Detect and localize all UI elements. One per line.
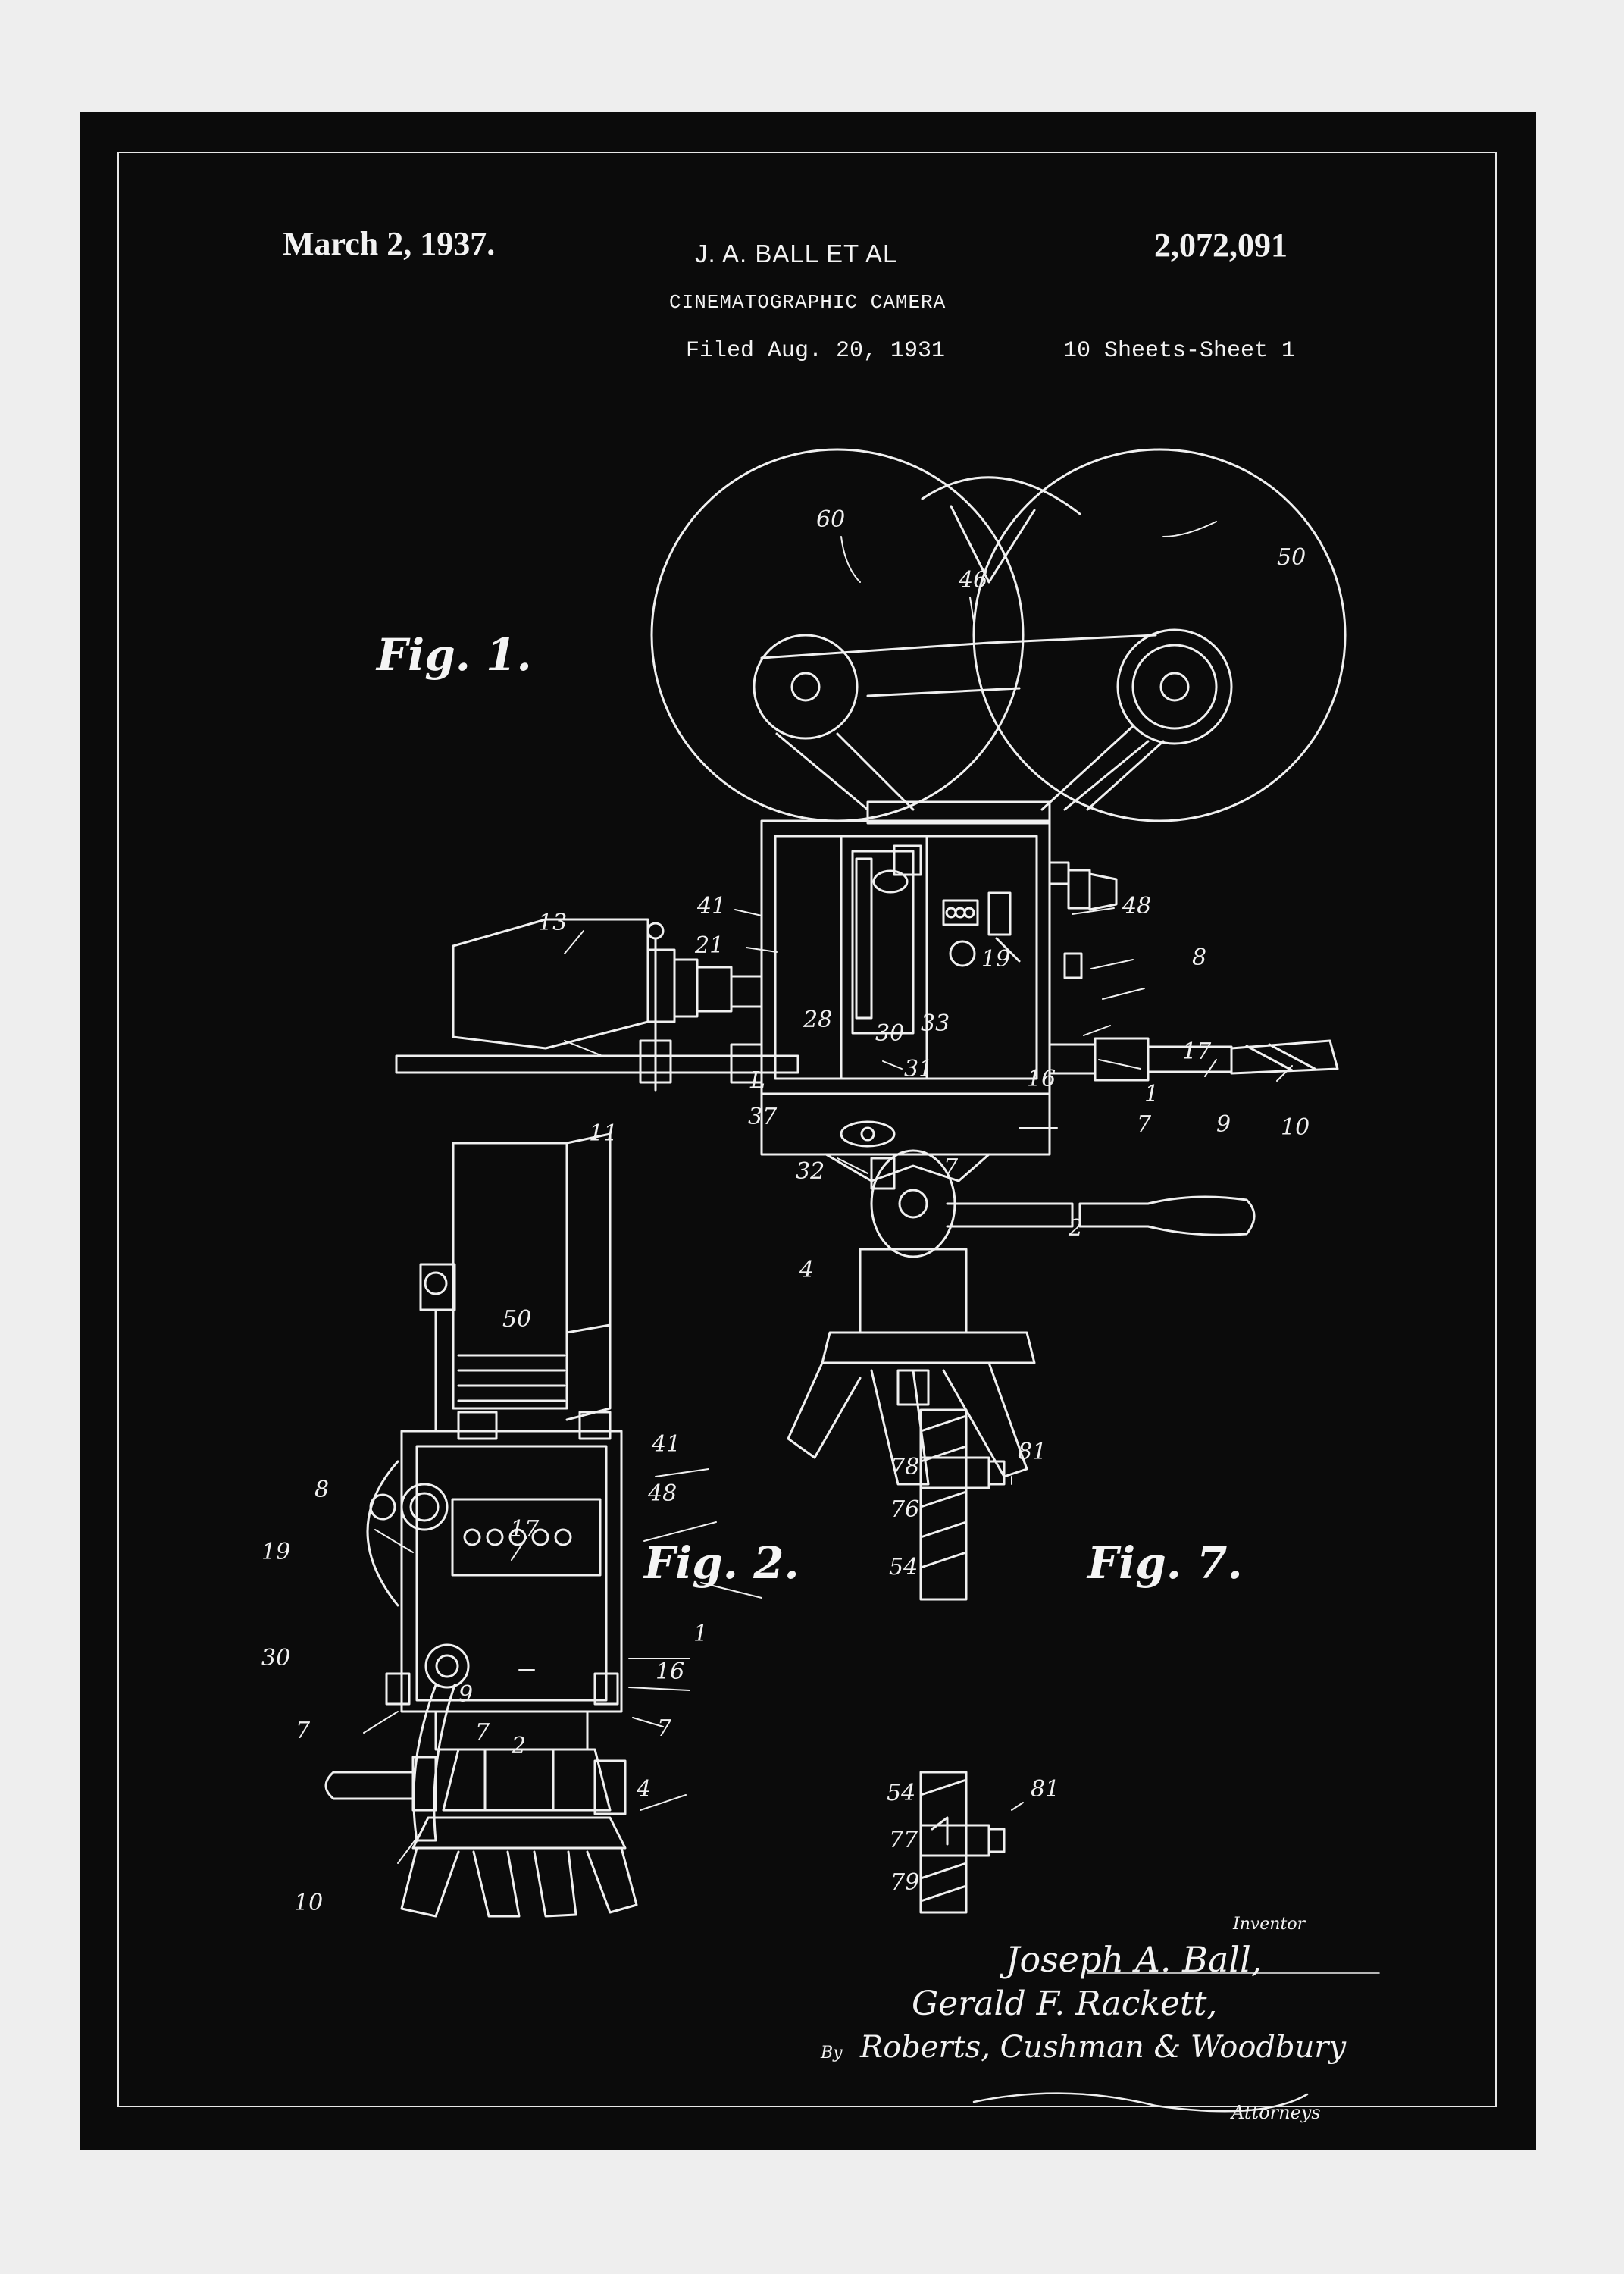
fig1-label: 17 (1182, 1038, 1212, 1065)
fig2-label: 1 (693, 1621, 709, 1647)
fig2-label: 50 (502, 1306, 532, 1333)
fig1-label: 37 (748, 1104, 778, 1130)
fig1-label: 28 (803, 1007, 833, 1033)
fig1-label: 1 (1144, 1081, 1159, 1107)
fig1-label: 8 (1192, 944, 1207, 971)
fig2-label: 4 (637, 1776, 652, 1803)
fig1-label: 30 (875, 1020, 905, 1047)
fig7-label: 81 (1031, 1776, 1060, 1803)
patent-drawing (80, 112, 1536, 2150)
fig1-label: 10 (1281, 1114, 1310, 1141)
fig2-title: Fig. 2. (644, 1537, 799, 1589)
patent-poster: March 2, 1937. J. A. BALL ET AL 2,072,09… (80, 112, 1536, 2150)
patent-title: CINEMATOGRAPHIC CAMERA (669, 291, 947, 314)
fig1-label: 21 (695, 932, 724, 959)
fig2-label: 48 (648, 1480, 677, 1507)
fig1-label: 60 (816, 506, 846, 533)
fig7-label: 54 (887, 1780, 916, 1806)
signature-flourish (974, 1973, 1379, 2111)
fig2-label: 10 (294, 1890, 324, 1916)
leader-lines (364, 522, 1292, 1863)
fig2-label: 17 (510, 1516, 540, 1543)
fig1-label: 41 (697, 893, 727, 919)
fig2-label: 7 (657, 1715, 672, 1742)
fig1-label: 19 (981, 946, 1011, 973)
fig1-label: 4 (799, 1257, 815, 1283)
patent-number: 2,072,091 (1154, 227, 1288, 264)
fig2-label: 9 (458, 1681, 474, 1708)
fig1-label: 2 (1069, 1215, 1084, 1242)
fig1-label: 7 (943, 1154, 959, 1181)
fig7-label: 76 (890, 1496, 920, 1523)
fig1-label: 16 (1027, 1066, 1056, 1092)
fig1-label: L (750, 1067, 765, 1094)
fig1-label: 31 (904, 1056, 934, 1082)
fig2-label: 8 (314, 1477, 330, 1503)
fig7-label: 79 (890, 1869, 920, 1896)
fig2-label: 19 (261, 1539, 291, 1565)
fig2-label: 16 (656, 1659, 685, 1685)
fig2-camera-drawing (326, 1134, 637, 1916)
fig1-label: 33 (921, 1010, 950, 1037)
inventor-name-2: Gerald F. Rackett, (912, 1984, 1218, 2023)
fig1-label: 11 (589, 1120, 618, 1147)
fig7-title: Fig. 7. (1087, 1537, 1243, 1589)
sheet-count: 10 Sheets-Sheet 1 (1063, 338, 1296, 364)
attorneys-label: Attorneys (1231, 2102, 1321, 2123)
fig2-label: 7 (296, 1718, 311, 1744)
by-label: By (821, 2044, 843, 2063)
fig7-label: 77 (889, 1827, 918, 1853)
fig1-label: 13 (538, 910, 568, 936)
fig1-label: 50 (1277, 544, 1306, 571)
fig1-label: 48 (1122, 893, 1152, 919)
attorneys-signature: Roberts, Cushman & Woodbury (860, 2030, 1347, 2065)
fig2-label: 41 (652, 1431, 681, 1458)
fig2-label: 2 (512, 1733, 527, 1759)
fig1-title: Fig. 1. (377, 629, 532, 681)
inventor-label: Inventor (1233, 1915, 1306, 1934)
fig7-label: 54 (889, 1554, 918, 1580)
inventor-name-1: Joseph A. Ball, (1006, 1939, 1263, 1980)
fig2-label: 7 (475, 1719, 490, 1746)
poster-border (117, 152, 1497, 2107)
inventors-heading: J. A. BALL ET AL (695, 240, 898, 268)
fig7-label: 78 (890, 1454, 920, 1480)
fig1-label: 9 (1216, 1111, 1231, 1138)
fig2-label: 30 (261, 1645, 291, 1671)
filed-date: Filed Aug. 20, 1931 (686, 338, 946, 364)
fig1-camera-drawing (396, 449, 1345, 1484)
fig7-label: 81 (1018, 1439, 1047, 1465)
fig1-label: 32 (796, 1158, 825, 1185)
patent-date: March 2, 1937. (283, 225, 496, 262)
fig7-section-drawing (921, 1410, 1004, 1912)
fig1-label: 46 (959, 567, 988, 594)
fig1-label: 7 (1137, 1111, 1152, 1138)
